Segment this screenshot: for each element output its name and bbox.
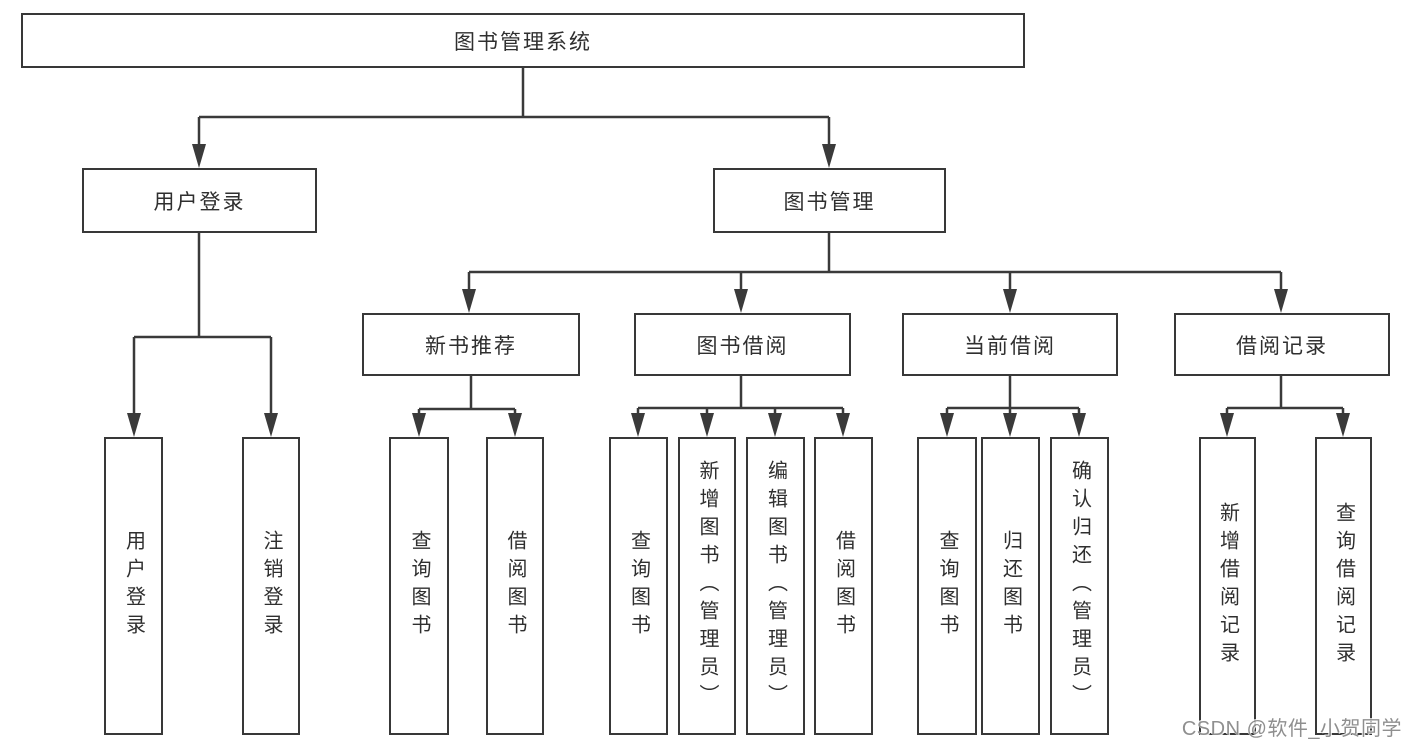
leaf-query-books-current: 查询图书 xyxy=(917,437,977,735)
node-label: 用户登录 xyxy=(153,190,246,214)
node-label: 编辑图书（管理员） xyxy=(764,460,787,712)
node-new-book-recommend: 新书推荐 xyxy=(362,313,580,376)
node-label: 查询借阅记录 xyxy=(1332,502,1355,670)
leaf-query-books-borrow: 查询图书 xyxy=(609,437,668,735)
node-label: 借阅图书 xyxy=(504,530,526,642)
leaf-edit-book-admin: 编辑图书（管理员） xyxy=(746,437,805,735)
node-label: 新增图书（管理员） xyxy=(696,460,718,712)
node-label: 查询图书 xyxy=(627,530,650,642)
leaf-confirm-return-admin: 确认归还（管理员） xyxy=(1050,437,1109,735)
node-label: 新书推荐 xyxy=(425,334,517,358)
arrowheads xyxy=(127,144,1350,437)
node-label: 借阅图书 xyxy=(832,530,855,642)
leaf-query-books-recommend: 查询图书 xyxy=(389,437,449,735)
node-label: 借阅记录 xyxy=(1236,334,1328,358)
node-label: 图书管理 xyxy=(783,190,876,214)
node-label: 当前借阅 xyxy=(964,334,1056,358)
leaf-add-borrow-record: 新增借阅记录 xyxy=(1199,437,1256,735)
node-label: 查询图书 xyxy=(936,530,958,642)
watermark: CSDN @软件_小贺同学 xyxy=(1181,718,1402,740)
leaf-borrow-books: 借阅图书 xyxy=(814,437,873,735)
node-label: 图书借阅 xyxy=(696,334,789,358)
node-label: 注销登录 xyxy=(260,530,282,642)
node-label: 查询图书 xyxy=(408,530,430,642)
node-current-borrow: 当前借阅 xyxy=(902,313,1118,376)
leaf-borrow-books-recommend: 借阅图书 xyxy=(486,437,544,735)
node-borrow-record: 借阅记录 xyxy=(1174,313,1390,376)
leaf-add-book-admin: 新增图书（管理员） xyxy=(678,437,736,735)
node-book-borrow: 图书借阅 xyxy=(634,313,851,376)
node-label: 新增借阅记录 xyxy=(1216,502,1239,670)
leaf-return-books: 归还图书 xyxy=(981,437,1040,735)
node-label: 图书管理系统 xyxy=(454,30,592,54)
node-label: 确认归还（管理员） xyxy=(1068,460,1091,712)
leaf-query-borrow-record: 查询借阅记录 xyxy=(1315,437,1372,735)
node-user-login: 用户登录 xyxy=(82,168,317,233)
leaf-logout: 注销登录 xyxy=(242,437,300,735)
node-root-library-system: 图书管理系统 xyxy=(21,13,1025,68)
node-book-management: 图书管理 xyxy=(713,168,946,233)
leaf-user-login: 用户登录 xyxy=(104,437,163,735)
node-label: 归还图书 xyxy=(999,530,1022,642)
node-label: 用户登录 xyxy=(122,530,145,642)
